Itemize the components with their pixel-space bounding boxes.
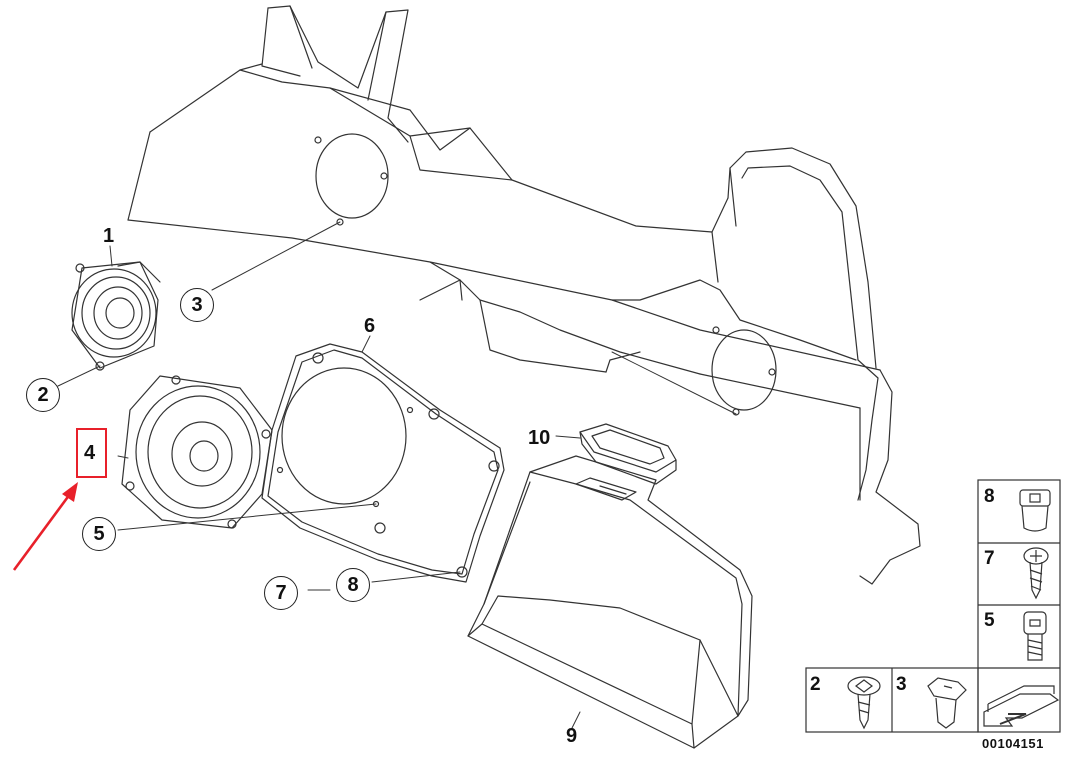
expansion-nut-icon [927,677,967,729]
red-pointer-arrow [12,482,78,571]
bolt-icon [1023,611,1047,661]
highlight-box-part-4 [76,428,107,478]
callout-3: 3 [180,288,214,322]
direction-arrow-icon [983,685,1060,727]
speaker-enclosure [467,455,753,749]
callout-8: 8 [336,568,370,602]
legend-label-8: 8 [984,486,995,507]
document-number: 00104151 [982,736,1044,751]
fastener-legend [805,479,1061,733]
leader-lines [57,221,737,729]
clip-nut-icon [1019,489,1051,532]
callout-9: 9 [566,725,578,747]
legend-label-7: 7 [984,548,995,569]
callout-1: 1 [103,225,115,247]
screw-icon [1023,547,1049,600]
callout-2: 2 [26,378,60,412]
speaker-mount-plate [261,343,505,583]
callout-7: 7 [264,576,298,610]
grommet [579,423,677,485]
callout-6: 6 [364,315,376,337]
legend-label-5: 5 [984,610,995,631]
flange-screw-icon [847,676,881,730]
rear-panel [127,5,921,585]
callout-10: 10 [528,427,551,449]
callout-5: 5 [82,517,116,551]
woofer-speaker [121,375,273,529]
legend-label-2: 2 [810,674,821,695]
tweeter-speaker [71,261,161,371]
legend-label-3: 3 [896,674,907,695]
callout-4: 4 [84,442,96,464]
